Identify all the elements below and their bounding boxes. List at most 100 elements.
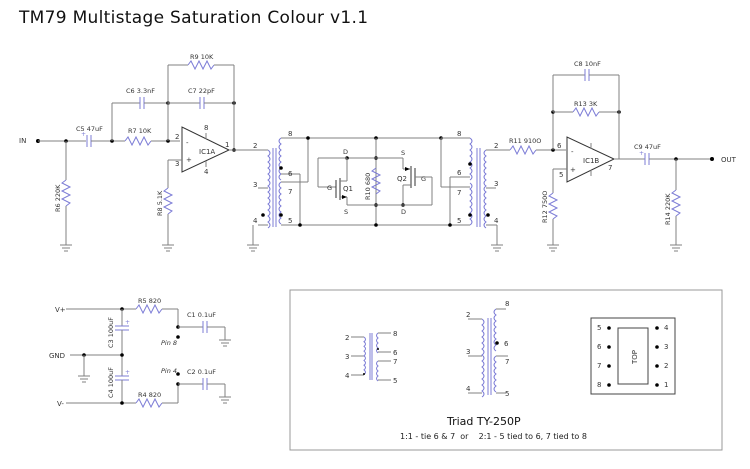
package-top-label: TOP bbox=[631, 350, 639, 365]
t1-pin2: 2 bbox=[253, 142, 257, 150]
c7-capacitor bbox=[199, 97, 205, 109]
c3-label: C3 100uF bbox=[107, 317, 115, 348]
svg-text:+: + bbox=[81, 131, 86, 138]
big-pin2: 2 bbox=[466, 311, 470, 319]
vminus-label: V- bbox=[57, 400, 64, 408]
pkg-pin7: 7 bbox=[597, 362, 601, 370]
t2-pin4: 4 bbox=[494, 217, 499, 225]
ic1a-pin8: 8 bbox=[204, 124, 208, 132]
t1-pin5: 5 bbox=[288, 217, 292, 225]
legend-heading: Triad TY-250P bbox=[446, 415, 521, 428]
t1-pin4: 4 bbox=[253, 217, 258, 225]
small-pin2: 2 bbox=[345, 334, 349, 342]
r14-label: R14 220K bbox=[664, 193, 672, 225]
pkg-pin8: 8 bbox=[597, 381, 601, 389]
out-label: OUT bbox=[721, 156, 737, 164]
vplus-label: V+ bbox=[55, 306, 66, 314]
stage1: IN + C5 47uF R7 10K R6 220K C6 3.3nF bbox=[19, 53, 250, 252]
r6-label: R6 220K bbox=[54, 184, 62, 212]
t1-pin7: 7 bbox=[288, 188, 292, 196]
pkg-pin1: 1 bbox=[664, 381, 668, 389]
transformer-t1: 2 3 4 8 6 7 5 bbox=[246, 130, 470, 252]
q2-gate-label: G bbox=[421, 175, 426, 183]
fet-section: D G Q1 S R10 680 S G bbox=[317, 136, 462, 227]
t2-pin8: 8 bbox=[457, 130, 461, 138]
small-pin7: 7 bbox=[393, 358, 397, 366]
c9-label: C9 47uF bbox=[634, 143, 661, 151]
r4-label: R4 820 bbox=[138, 391, 161, 399]
big-pin3: 3 bbox=[466, 348, 470, 356]
c5-capacitor: + bbox=[81, 131, 92, 147]
big-pin7: 7 bbox=[505, 358, 509, 366]
q2-source-label: S bbox=[401, 149, 405, 157]
pkg-pin3: 3 bbox=[664, 343, 668, 351]
transformer-legend: 2 3 4 8 6 7 5 2 3 4 bbox=[289, 289, 723, 451]
big-pin6: 6 bbox=[504, 340, 509, 348]
small-pin5: 5 bbox=[393, 377, 397, 385]
svg-text:+: + bbox=[125, 369, 130, 376]
svg-text:+: + bbox=[639, 150, 644, 157]
ic1a-label: IC1A bbox=[199, 148, 215, 156]
q2-mosfet bbox=[403, 166, 432, 188]
ic1a-pin2: 2 bbox=[175, 133, 179, 141]
t2-pin3: 3 bbox=[494, 180, 498, 188]
ic1a-minus: - bbox=[186, 139, 189, 147]
ic1b-pin7: 7 bbox=[608, 164, 612, 172]
pkg-pin6: 6 bbox=[597, 343, 602, 351]
pin4-label: Pin 4 bbox=[161, 367, 177, 375]
c8-label: C8 10nF bbox=[574, 60, 601, 68]
r13-resistor bbox=[572, 106, 600, 118]
c4-label: C4 100uF bbox=[107, 367, 115, 398]
r12-resistor bbox=[547, 192, 559, 220]
t2-pin5: 5 bbox=[457, 217, 461, 225]
r13-label: R13 3K bbox=[574, 100, 598, 108]
c5-label: C5 47uF bbox=[76, 125, 103, 133]
t1-pin6: 6 bbox=[288, 170, 293, 178]
pin8-label: Pin 8 bbox=[161, 339, 177, 347]
c9-capacitor: + bbox=[639, 150, 650, 165]
c6-capacitor bbox=[139, 97, 145, 109]
r6-resistor bbox=[60, 179, 72, 207]
r14-resistor bbox=[670, 189, 682, 217]
ic1b-opamp bbox=[566, 136, 616, 183]
legend-note: 1:1 - tie 6 & 7 or 2:1 - 5 tied to 6, 7 … bbox=[400, 432, 587, 441]
t1-pin3: 3 bbox=[253, 181, 257, 189]
c2-capacitor bbox=[202, 378, 208, 390]
power-supply: V+ R5 820 Pin 8 C1 0.1uF + C3 100uF GND bbox=[49, 297, 232, 409]
ic1b-pin6: 6 bbox=[557, 142, 562, 150]
r9-resistor bbox=[187, 59, 215, 71]
q2-label: Q2 bbox=[397, 175, 407, 183]
small-pin4: 4 bbox=[345, 372, 350, 380]
ic1b-label: IC1B bbox=[583, 157, 599, 165]
r11-resistor bbox=[509, 144, 537, 156]
r4-resistor bbox=[135, 397, 163, 409]
big-pin5: 5 bbox=[505, 390, 509, 398]
r5-resistor bbox=[135, 303, 163, 315]
c8-capacitor bbox=[584, 69, 590, 81]
pkg-pin5: 5 bbox=[597, 324, 601, 332]
r8-label: R8 5.1K bbox=[156, 190, 164, 216]
gnd-label: GND bbox=[49, 352, 65, 360]
c2-label: C2 0.1uF bbox=[187, 368, 216, 376]
stage2: R11 910O 6 R13 3K C8 10nF IC1B - + 7 5 bbox=[509, 60, 737, 252]
q1-drain-label: D bbox=[343, 148, 348, 156]
big-pin8: 8 bbox=[505, 300, 509, 308]
c1-capacitor bbox=[202, 321, 208, 333]
ic1a-plus: + bbox=[186, 156, 192, 164]
c7-label: C7 22pF bbox=[188, 87, 215, 95]
ic1a-pin1: 1 bbox=[225, 141, 229, 149]
ic1a-opamp bbox=[181, 126, 231, 173]
r10-label: R10 680 bbox=[364, 173, 372, 200]
ic1a-pin4: 4 bbox=[204, 168, 209, 176]
c6-label: C6 3.3nF bbox=[126, 87, 155, 95]
small-pin3: 3 bbox=[345, 353, 349, 361]
r7-label: R7 10K bbox=[128, 127, 152, 135]
pkg-pin4: 4 bbox=[664, 324, 669, 332]
ic1b-plus: + bbox=[570, 166, 576, 174]
out-terminal bbox=[710, 157, 714, 161]
r11-label: R11 910O bbox=[509, 137, 541, 145]
r12-label: R12 750O bbox=[541, 191, 549, 223]
r9-label: R9 10K bbox=[190, 53, 214, 61]
small-transformer-symbol: 2 3 4 8 6 7 5 bbox=[345, 330, 398, 385]
